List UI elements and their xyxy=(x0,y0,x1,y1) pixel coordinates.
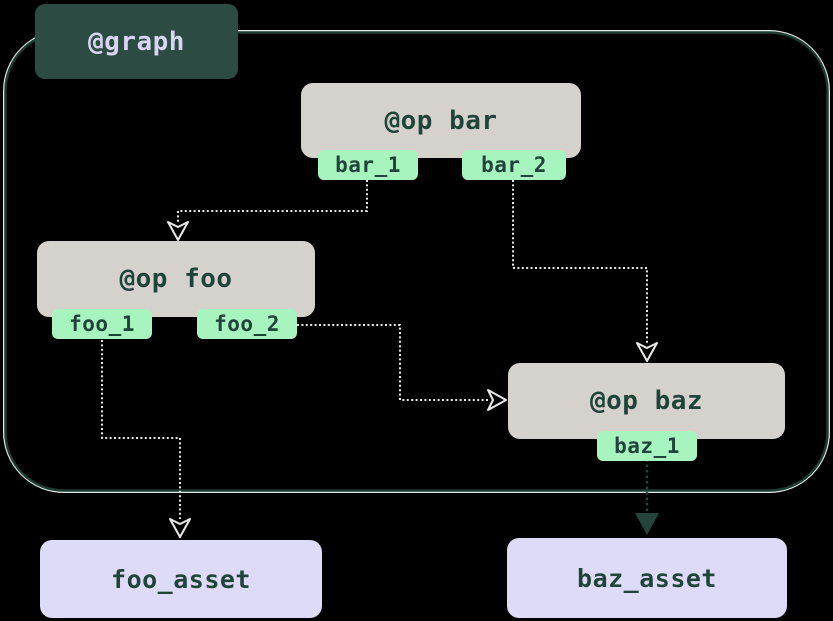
arrowhead-foo2-to-baz xyxy=(487,389,507,411)
op-bar-title: @op bar xyxy=(384,105,498,136)
graph-border xyxy=(4,31,829,492)
output-tag-baz-1-label: baz_1 xyxy=(614,434,680,458)
output-tag-foo-2: foo_2 xyxy=(197,309,297,339)
op-baz-title: @op baz xyxy=(589,386,704,416)
asset-baz-label: baz_asset xyxy=(577,563,717,593)
op-node-foo: @op foo foo_1 foo_2 xyxy=(37,241,315,339)
graph-border-halo xyxy=(3,30,830,493)
edge-foo2-to-baz xyxy=(297,324,488,401)
output-tag-baz-1: baz_1 xyxy=(597,431,697,461)
edge-bar1-to-foo xyxy=(177,180,368,223)
edge-bar2-to-baz xyxy=(512,180,648,344)
op-node-bar: @op bar bar_1 bar_2 xyxy=(301,83,581,180)
arrowhead-baz1-to-baz-asset xyxy=(635,513,659,535)
arrowhead-foo1-to-foo-asset xyxy=(169,518,191,538)
asset-node-baz-asset: baz_asset xyxy=(507,538,787,618)
output-tag-bar-1-label: bar_1 xyxy=(335,153,401,177)
output-tag-foo-1-label: foo_1 xyxy=(69,312,135,336)
asset-foo-label: foo_asset xyxy=(111,564,251,594)
output-tag-foo-2-label: foo_2 xyxy=(214,312,280,336)
output-tag-bar-2-label: bar_2 xyxy=(481,153,547,177)
op-foo-title: @op foo xyxy=(119,264,233,294)
output-tag-bar-2: bar_2 xyxy=(462,150,566,180)
output-tag-bar-1: bar_1 xyxy=(318,150,418,180)
output-tag-foo-1: foo_1 xyxy=(52,309,152,339)
graph-badge: @graph xyxy=(35,4,238,79)
edge-foo1-to-foo-asset xyxy=(101,340,181,519)
asset-node-foo-asset: foo_asset xyxy=(40,540,322,618)
arrowhead-bar2-to-baz xyxy=(636,342,658,362)
graph-label: @graph xyxy=(88,26,185,57)
op-node-baz: @op baz baz_1 xyxy=(508,363,785,461)
arrowhead-bar1-to-foo xyxy=(167,221,189,241)
